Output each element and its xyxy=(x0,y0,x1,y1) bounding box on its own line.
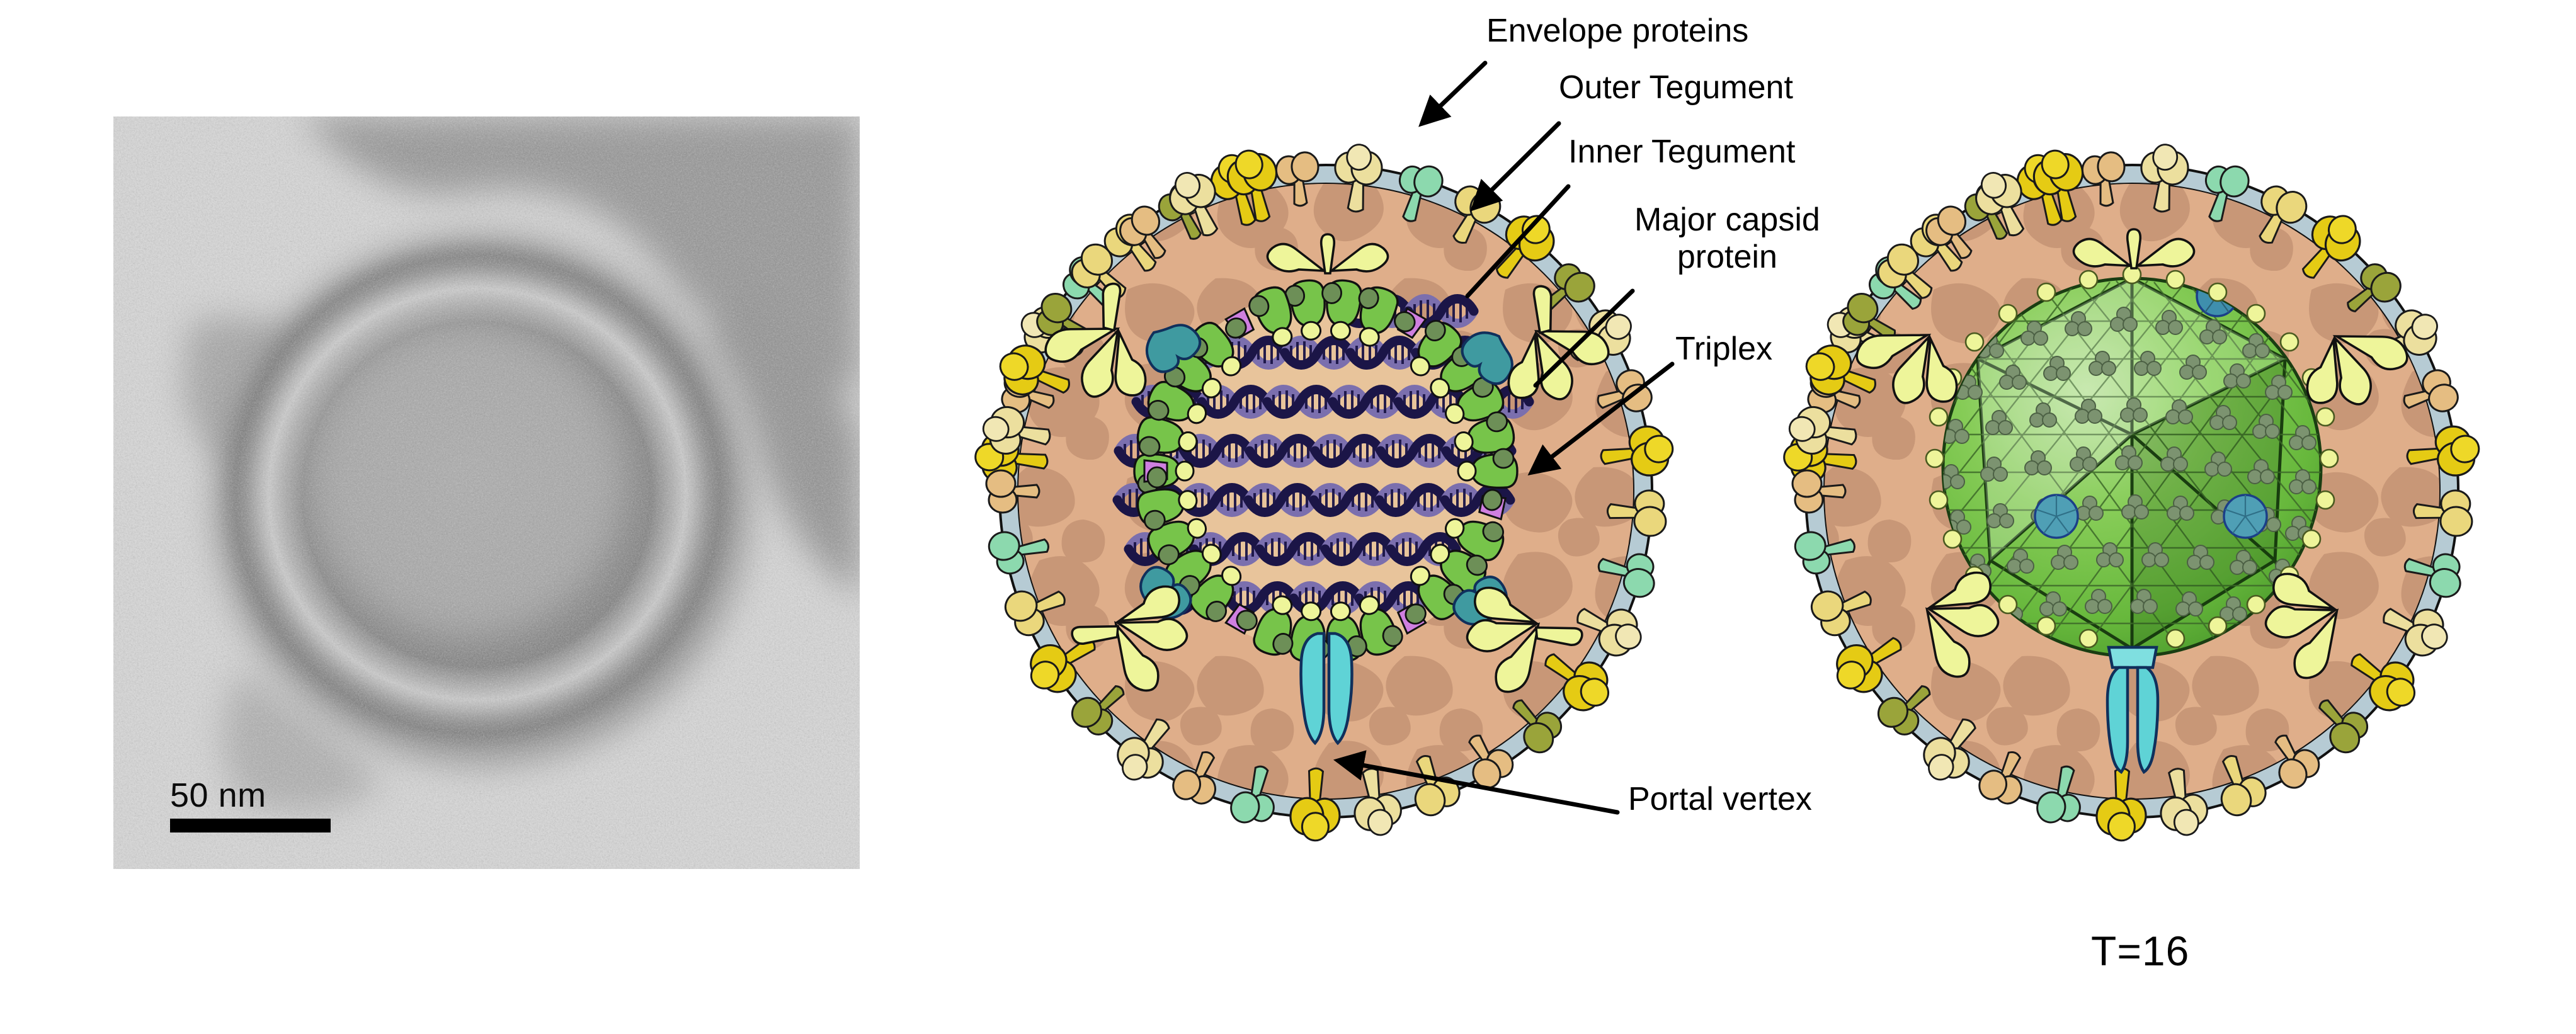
outer-tegument-proteins xyxy=(1855,228,2408,679)
em-noise-coarse xyxy=(113,116,860,869)
virion-cutaway-dna xyxy=(972,141,1677,843)
label-portal-vertex: Portal vertex xyxy=(1628,781,1812,817)
label-triangulation-number: T=16 xyxy=(2091,928,2190,974)
label-major-capsid-protein: Major capsid protein xyxy=(1634,202,1820,275)
label-envelope-proteins: Envelope proteins xyxy=(1486,13,1749,49)
electron-micrograph-panel: 50 nm xyxy=(113,116,860,869)
label-outer-tegument: Outer Tegument xyxy=(1559,69,1793,106)
schematic-panel-capsid xyxy=(1738,82,2526,900)
schematic-panel-dna xyxy=(932,82,1719,900)
em-image xyxy=(113,116,860,869)
portal-vertex xyxy=(1299,632,1354,746)
label-triplex: Triplex xyxy=(1675,331,1773,367)
portal-vertex xyxy=(2106,645,2160,775)
label-inner-tegument: Inner Tegument xyxy=(1568,134,1796,170)
virion-cutaway-capsid xyxy=(1781,141,2483,843)
